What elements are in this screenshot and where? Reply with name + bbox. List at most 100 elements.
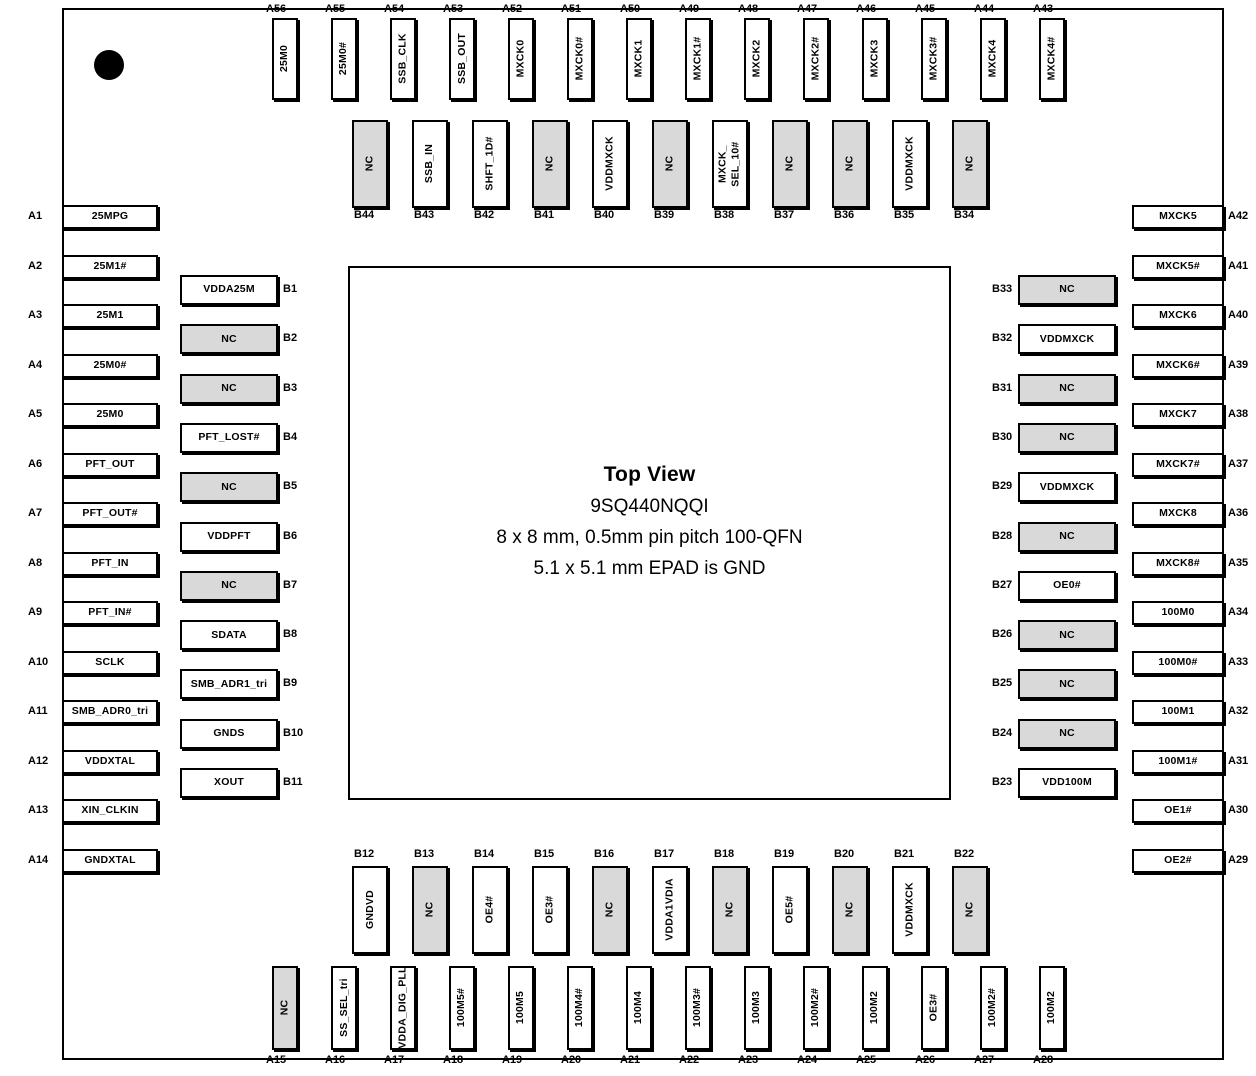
pin-number-A52: A52 [502, 3, 523, 15]
pad-label-A44: MXCK4 [986, 40, 999, 78]
pad-label-B37: NC [783, 156, 796, 172]
pad-A33: 100M0# [1132, 650, 1224, 675]
pad-label-B14: OE4# [483, 896, 496, 924]
pin-number-B39: B39 [654, 209, 675, 221]
pad-label-B25: NC [1059, 677, 1075, 690]
pad-A24: 100M2# [803, 966, 829, 1050]
pad-label-A35: MXCK8# [1156, 556, 1200, 569]
pad-B2: NC [180, 324, 278, 355]
pad-label-B38: MXCK_SEL_10# [716, 141, 742, 187]
pad-label-B6: VDDPFT [207, 529, 251, 542]
pad-label-B36: NC [843, 156, 856, 172]
pin-number-A22: A22 [679, 1054, 700, 1066]
pad-A19: 100M5 [508, 966, 534, 1050]
pad-A6: PFT_OUT [62, 452, 158, 477]
pad-A29: OE2# [1132, 848, 1224, 873]
pin-number-B25: B25 [992, 677, 1013, 690]
pad-label-A1: 25MPG [91, 210, 129, 223]
pad-label-B44: NC [363, 156, 376, 172]
pad-label-A24: 100M2# [809, 988, 822, 1028]
pin-number-B15: B15 [534, 848, 555, 860]
pin-number-B33: B33 [992, 283, 1013, 295]
pad-A1: 25MPG [62, 205, 158, 229]
pin-number-B36: B36 [834, 209, 855, 221]
pin-number-B34: B34 [954, 209, 975, 221]
pin-number-B31: B31 [992, 381, 1013, 394]
pin-number-A28: A28 [1033, 1054, 1054, 1066]
pad-label-A47: MXCK2# [809, 37, 822, 81]
pin-number-A33: A33 [1228, 655, 1249, 668]
pad-label-B5: NC [221, 480, 237, 493]
pad-A25: 100M2 [862, 966, 888, 1050]
pad-label-A6: PFT_OUT [85, 457, 135, 470]
pad-label-B40: VDDMXCK [603, 136, 616, 192]
pad-A18: 100M5# [449, 966, 475, 1050]
pin-number-A55: A55 [325, 3, 346, 15]
pad-label-A9: PFT_IN# [88, 606, 132, 619]
pin-number-B7: B7 [283, 578, 298, 591]
pad-A13: XIN_CLKIN [62, 799, 158, 823]
pin-number-A17: A17 [384, 1054, 405, 1066]
pin-number-B29: B29 [992, 480, 1013, 493]
pad-label-A14: GNDXTAL [84, 853, 136, 866]
pad-A48: MXCK2 [744, 18, 770, 100]
pin-number-A51: A51 [561, 3, 582, 15]
die-title: Top View [603, 463, 696, 486]
pin-number-A27: A27 [974, 1054, 995, 1066]
pin-number-A25: A25 [856, 1054, 877, 1066]
pad-A51: MXCK0# [567, 18, 593, 100]
pad-A9: PFT_IN# [62, 601, 158, 625]
pad-label-A55: 25M0# [337, 42, 350, 76]
pad-label-B7: NC [221, 579, 237, 592]
pad-label-B35: VDDMXCK [903, 136, 916, 192]
pad-label-B9: SMB_ADR1_tri [190, 677, 268, 690]
pin-number-A15: A15 [266, 1054, 287, 1066]
pad-label-A28: 100M2 [1045, 991, 1058, 1025]
pin-number-A24: A24 [797, 1054, 818, 1066]
pin-number-B26: B26 [992, 628, 1013, 641]
pad-label-A48: MXCK2 [750, 40, 763, 78]
pad-A55: 25M0# [331, 18, 357, 100]
pad-label-B27: OE0# [1053, 579, 1081, 592]
die-partno: 9SQ440NQQI [590, 496, 709, 518]
pin-number-A23: A23 [738, 1054, 759, 1066]
pad-B34: NC [952, 120, 988, 208]
pad-A12: VDDXTAL [62, 749, 158, 774]
pad-label-B26: NC [1059, 628, 1075, 641]
pad-B24: NC [1018, 718, 1116, 749]
pad-A36: MXCK8 [1132, 502, 1224, 526]
pad-B32: VDDMXCK [1018, 324, 1116, 355]
pad-label-A32: 100M1 [1161, 705, 1195, 718]
pad-label-A31: 100M1# [1158, 754, 1198, 767]
pin-number-B6: B6 [283, 529, 298, 542]
pad-label-A29: OE2# [1164, 853, 1192, 866]
pad-label-A18: 100M5# [455, 988, 468, 1028]
pad-A49: MXCK1# [685, 18, 711, 100]
pad-label-A25: 100M2 [868, 991, 881, 1025]
pad-B35: VDDMXCK [892, 120, 928, 208]
pin-number-A54: A54 [384, 3, 405, 15]
pad-label-B32: VDDMXCK [1039, 332, 1095, 345]
pad-label-B21: VDDMXCK [903, 882, 916, 938]
pad-label-A36: MXCK8 [1159, 507, 1197, 520]
pad-B30: NC [1018, 422, 1116, 453]
pad-A40: MXCK6 [1132, 304, 1224, 328]
pad-label-A16: SS_SEL_tri [337, 978, 350, 1038]
pad-A4: 25M0# [62, 353, 158, 378]
pad-B33: NC [1018, 275, 1116, 305]
pad-label-A45: MXCK3# [927, 37, 940, 81]
pad-B3: NC [180, 373, 278, 404]
pin-number-A48: A48 [738, 3, 759, 15]
pad-label-B28: NC [1059, 529, 1075, 542]
pad-A7: PFT_OUT# [62, 502, 158, 526]
pad-A44: MXCK4 [980, 18, 1006, 100]
pad-label-B41: NC [543, 156, 556, 172]
pad-label-B43: SSB_IN [423, 144, 436, 184]
pad-label-A3: 25M1 [96, 309, 124, 322]
pin-number-B35: B35 [894, 209, 915, 221]
pin-number-B12: B12 [354, 848, 375, 860]
pad-B11: XOUT [180, 768, 278, 798]
pad-B19: OE5# [772, 866, 808, 954]
pin-number-B9: B9 [283, 677, 298, 690]
pad-label-A54: SSB_CLK [396, 33, 409, 85]
